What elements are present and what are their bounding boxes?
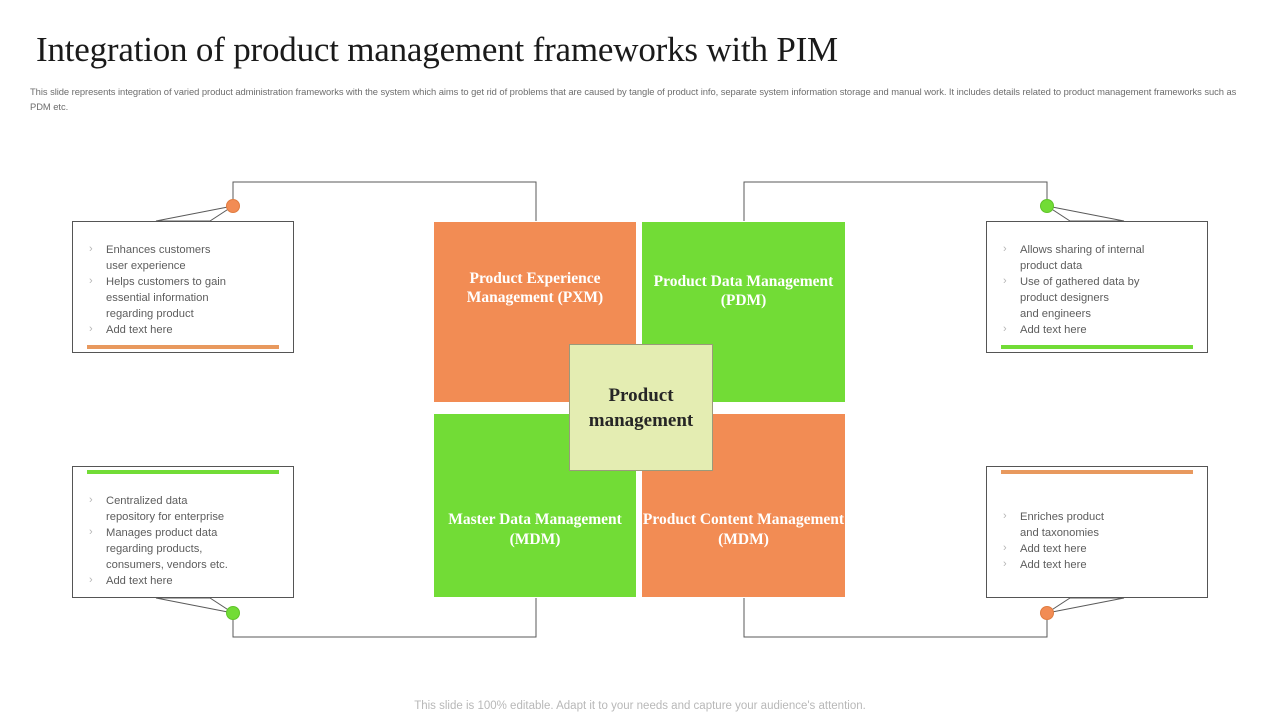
chevron-right-icon: ›: [1003, 510, 1007, 522]
list-item: › Centralized data repository for enterpr…: [73, 493, 293, 525]
list-item: › Enriches product and taxonomies: [987, 509, 1207, 541]
connector-dot-bottom-right: [1040, 606, 1054, 620]
callout-bullet-list: › Enriches product and taxonomies › Add tex…: [987, 509, 1207, 573]
list-item-label: Centralized data repository for enterpri…: [106, 495, 225, 523]
list-item-label: Manages product data regarding products,…: [106, 527, 228, 571]
connector-path-bottom-right-notch: [1046, 597, 1125, 614]
callout-bullet-list: › Allows sharing of internal product data…: [987, 242, 1207, 338]
connector-dot-top-right: [1040, 199, 1054, 213]
list-item-label: Add text here: [106, 324, 173, 336]
chevron-right-icon: ›: [89, 526, 93, 538]
callout-card-top-right[interactable]: › Allows sharing of internal product data…: [986, 221, 1208, 353]
list-item-label: Use of gathered data by product designer…: [1020, 276, 1140, 320]
callout-accent-bar: [87, 345, 279, 349]
chevron-right-icon: ›: [1003, 558, 1007, 570]
list-item-label: Add text here: [1020, 543, 1087, 555]
connector-path-top-right: [743, 181, 1097, 222]
list-item: › Allows sharing of internal product data: [987, 242, 1207, 274]
connector-path-top-left: [183, 181, 537, 222]
list-item-label: Add text here: [106, 575, 173, 587]
chevron-right-icon: ›: [89, 574, 93, 586]
list-item: › Enhances customers user experience: [73, 242, 293, 274]
list-item-label: Enriches product and taxonomies: [1020, 511, 1104, 539]
callout-bullet-list: › Centralized data repository for enterpr…: [73, 493, 293, 589]
page-title: Integration of product management framew…: [36, 30, 838, 69]
list-item: › Add text here: [987, 557, 1207, 573]
connector-path-bottom-right: [743, 597, 1097, 638]
list-item: › Helps customers to gain essential infor…: [73, 274, 293, 322]
connector-path-top-right-notch: [1046, 205, 1125, 222]
page-subtitle: This slide represents integration of var…: [30, 86, 1237, 112]
list-item-label: Allows sharing of internal product data: [1020, 244, 1145, 272]
callout-card-bottom-left[interactable]: › Centralized data repository for enterpr…: [72, 466, 294, 598]
quadrant-label: Product Data Management (PDM): [653, 272, 834, 310]
footer-note: This slide is 100% editable. Adapt it to…: [414, 700, 866, 712]
list-item: › Add text here: [987, 322, 1207, 338]
chevron-right-icon: ›: [1003, 275, 1007, 287]
center-box-label: Product management: [588, 384, 694, 431]
connector-dot-top-left: [226, 199, 240, 213]
connector-path-bottom-left-notch: [155, 597, 234, 614]
callout-accent-bar: [87, 470, 279, 474]
connector-dot-bottom-left: [226, 606, 240, 620]
chevron-right-icon: ›: [1003, 542, 1007, 554]
chevron-right-icon: ›: [89, 275, 93, 287]
list-item: › Add text here: [73, 573, 293, 589]
center-product-management-box[interactable]: Product management: [569, 344, 713, 471]
quadrant-label: Master Data Management (MDM): [448, 511, 622, 548]
callout-accent-bar: [1001, 470, 1193, 474]
callout-card-bottom-right[interactable]: › Enriches product and taxonomies › Add tex…: [986, 466, 1208, 598]
list-item-label: Add text here: [1020, 559, 1087, 571]
callout-bullet-list: › Enhances customers user experience › Help…: [73, 242, 293, 338]
connector-path-top-left-notch: [155, 205, 234, 222]
list-item-label: Add text here: [1020, 324, 1087, 336]
chevron-right-icon: ›: [89, 243, 93, 255]
list-item: › Add text here: [987, 541, 1207, 557]
chevron-right-icon: ›: [1003, 243, 1007, 255]
callout-card-top-left[interactable]: › Enhances customers user experience › Help…: [72, 221, 294, 353]
callout-accent-bar: [1001, 345, 1193, 349]
list-item-label: Enhances customers user experience: [106, 244, 211, 272]
chevron-right-icon: ›: [89, 323, 93, 335]
list-item: › Add text here: [73, 322, 293, 338]
list-item: › Manages product data regarding products…: [73, 525, 293, 573]
chevron-right-icon: ›: [89, 494, 93, 506]
quadrant-label: Product Experience Management (PXM): [466, 269, 604, 307]
chevron-right-icon: ›: [1003, 323, 1007, 335]
quadrant-label: Product Content Management (MDM): [642, 511, 845, 548]
list-item-label: Helps customers to gain essential inform…: [106, 276, 227, 320]
list-item: › Use of gathered data by product designe…: [987, 274, 1207, 322]
connector-path-bottom-left: [183, 597, 537, 638]
